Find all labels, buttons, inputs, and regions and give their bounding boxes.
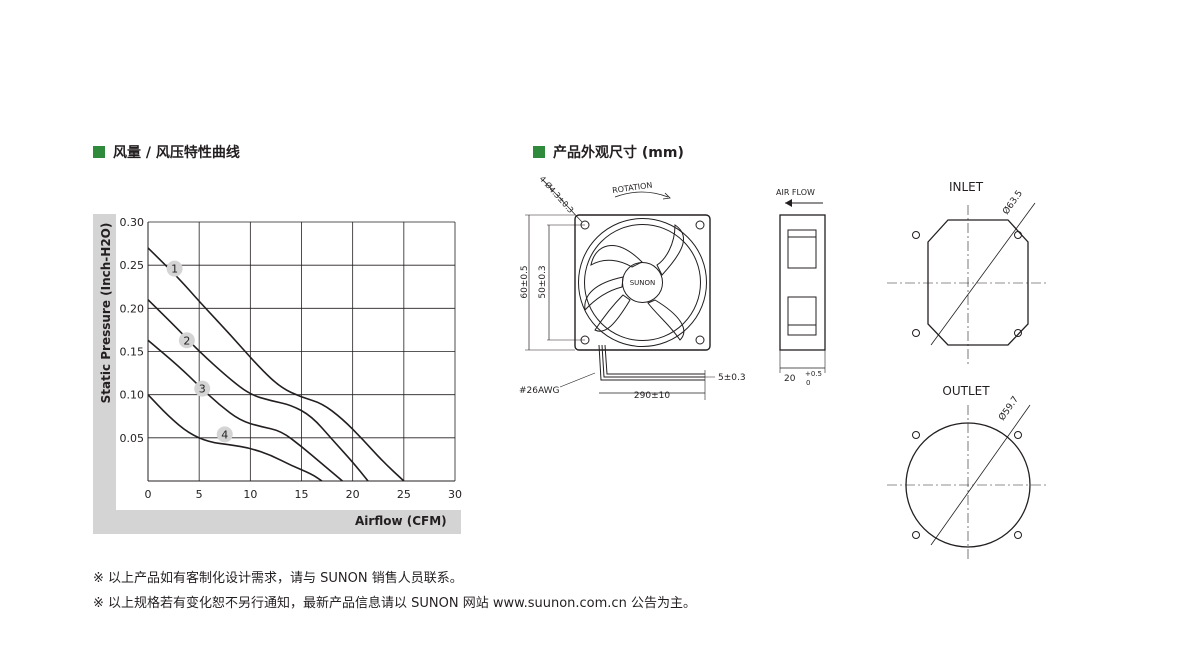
mount-hole-tr [695, 220, 705, 230]
y-tick-label: 0.25 [120, 259, 145, 272]
wire-1 [598, 344, 705, 381]
series-label-1: 1 [171, 263, 178, 276]
dim-290-label: 290±10 [634, 391, 670, 401]
side-window-top [787, 229, 817, 269]
series-label-4: 4 [221, 428, 228, 441]
y-tick-label: 0.10 [120, 389, 145, 402]
fan-blade-4 [594, 294, 631, 332]
x-tick-label: 5 [196, 488, 203, 501]
series-marker-2 [178, 332, 195, 349]
fan-frame-outline [574, 214, 711, 351]
dim-5-label: 5±0.3 [718, 373, 746, 383]
outlet-hole-tl [912, 431, 920, 439]
fan-opening-circle [578, 218, 707, 347]
x-tick-label: 20 [346, 488, 360, 501]
series-line-2 [147, 299, 369, 482]
fan-front-view [525, 179, 715, 400]
wire-label: #26AWG [519, 386, 560, 396]
series-line-3 [147, 339, 343, 482]
note-line-2: ※ 以上规格若有变化恕不另行通知，最新产品信息请以 SUNON 网站 www.s… [93, 596, 696, 611]
series-line-4 [147, 394, 323, 482]
y-tick-label: 0.30 [120, 216, 145, 229]
series-marker-3 [194, 380, 211, 397]
side-frame-outline [779, 214, 826, 351]
inlet-hole-tl [912, 231, 920, 239]
fan-blade-5 [584, 276, 624, 312]
hole-leader-line [542, 179, 583, 223]
x-tick-label: 25 [397, 488, 411, 501]
outlet-label: OUTLET [942, 384, 990, 398]
x-tick-label: 15 [295, 488, 309, 501]
outlet-dim-label: Ø59.7 [996, 394, 1021, 423]
note-line-1: ※ 以上产品如有客制化设计需求，请与 SUNON 销售人员联系。 [93, 571, 463, 586]
chart-x-axis-label: Airflow (CFM) [355, 514, 447, 528]
dim-50-label: 50±0.3 [538, 265, 548, 298]
inlet-dim-label: Ø63.5 [1000, 188, 1025, 217]
inlet-hole-br [1014, 329, 1022, 337]
inlet-label: INLET [949, 180, 984, 194]
fan-side-view [779, 199, 826, 373]
dim-20-label: 20 [784, 374, 796, 384]
dimension-title-text: 产品外观尺寸 (mm) [553, 145, 684, 161]
brand-label: SUNON [630, 279, 656, 287]
inlet-hole-bl [912, 329, 920, 337]
outlet-hole-tr [1014, 431, 1022, 439]
fan-blade-2 [656, 224, 684, 276]
outlet-diameter-line [930, 404, 1031, 546]
x-tick-label: 0 [145, 488, 152, 501]
y-tick-label: 0.15 [120, 346, 145, 359]
fan-curve-title-text: 风量 / 风压特性曲线 [113, 145, 240, 161]
dimension-drawing: ROTATION 4-Ø4.3±0.3 SUNON 60±0.5 50±0.3 … [519, 174, 1049, 561]
y-tick-label: 0.05 [120, 432, 145, 445]
series-marker-4 [216, 426, 233, 443]
inlet-hole-tr [1014, 231, 1022, 239]
series-marker-1 [166, 260, 183, 277]
fan-inner-circle [584, 224, 701, 341]
outlet-hole-bl [912, 531, 920, 539]
rotation-arrow-icon [662, 192, 671, 200]
inlet-outline [927, 219, 1029, 346]
series-label-3: 3 [199, 383, 206, 396]
y-tick-label: 0.20 [120, 302, 145, 315]
dim-20-tol-top: +0.5 [805, 370, 822, 378]
airflow-label: AIR FLOW [776, 188, 815, 197]
fan-blade-3 [647, 299, 685, 341]
dim-60-label: 60±0.5 [520, 265, 530, 298]
green-square-icon [533, 146, 545, 158]
wire-2 [601, 344, 705, 378]
mount-hole-br [695, 335, 705, 345]
inlet-view [887, 202, 1049, 365]
fan-blade-1 [590, 245, 643, 268]
outlet-hole-br [1014, 531, 1022, 539]
fan-curve-section-title: 风量 / 风压特性曲线 [93, 142, 240, 162]
x-tick-label: 10 [243, 488, 257, 501]
wire-leader-line [559, 372, 596, 388]
wire-3 [604, 344, 705, 375]
dimension-section-title: 产品外观尺寸 (mm) [533, 142, 684, 162]
series-label-2: 2 [183, 334, 190, 347]
rotation-arc [614, 191, 669, 198]
green-square-icon [93, 146, 105, 158]
x-tick-label: 30 [448, 488, 462, 501]
outlet-view [887, 404, 1049, 561]
series-line-1 [147, 247, 405, 482]
dim-20-tol-bottom: 0 [806, 379, 810, 387]
inlet-diameter-line [930, 202, 1036, 346]
hole-label: 4-Ø4.3±0.3 [538, 174, 576, 215]
side-window-bottom [787, 296, 817, 336]
fan-curve-chart: 0 5 10 15 20 25 30 0.05 0.10 0.15 0.20 0.25 0.30 1 2 3 4 [120, 216, 463, 501]
